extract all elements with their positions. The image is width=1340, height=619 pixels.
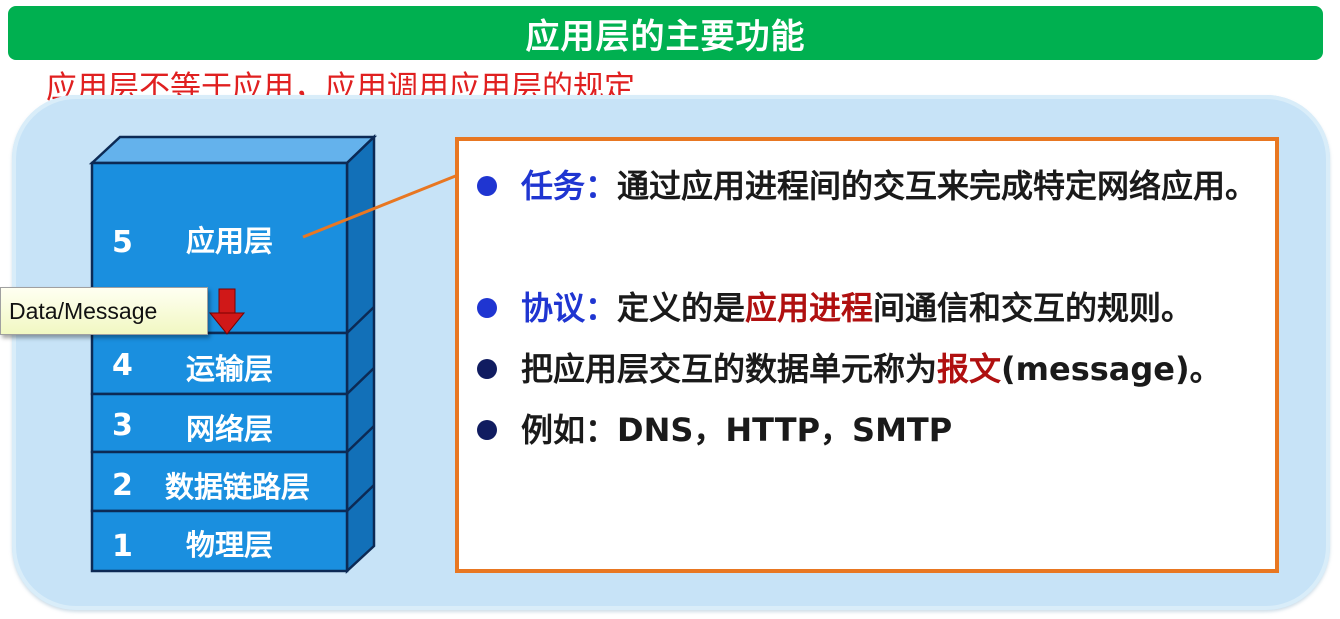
bullet-task-text: 通过应用进程间的交互来完成特定网络应用。 [617, 167, 1258, 205]
layer-4-block [90, 331, 349, 396]
side-divider-4 [346, 306, 375, 334]
bullet-protocol-text-before: 定义的是 [617, 289, 746, 327]
bullet-dot-icon [477, 298, 497, 318]
bullet-task-content: 任务：通过应用进程间的交互来完成特定网络应用。 [521, 155, 1257, 217]
bullet-task-label: 任务： [521, 167, 618, 205]
down-arrow-icon [208, 288, 246, 335]
bullet-examples-text: 例如：DNS，HTTP，SMTP [521, 411, 953, 449]
layer-3-number: 3 [112, 408, 133, 443]
layer-2-number: 2 [112, 468, 133, 503]
layer-3-name: 网络层 [186, 412, 273, 446]
bullet-message: 把应用层交互的数据单元称为报文(message)。 [477, 338, 1269, 400]
stack-top-face [88, 135, 378, 165]
bullet-message-text-after: (message)。 [1001, 350, 1222, 388]
callout-connector [302, 173, 459, 239]
layer-1-block [90, 509, 349, 573]
side-divider-2 [346, 425, 375, 453]
bullet-message-highlight: 报文 [937, 350, 1002, 388]
layer-5-name: 应用层 [186, 224, 273, 258]
slide-title: 应用层的主要功能 [8, 6, 1323, 60]
bullet-examples: 例如：DNS，HTTP，SMTP [477, 399, 1269, 461]
side-divider-1 [346, 484, 375, 512]
layer-2-name: 数据链路层 [165, 470, 310, 504]
bullet-message-content: 把应用层交互的数据单元称为报文(message)。 [521, 338, 1222, 400]
info-box: 任务：通过应用进程间的交互来完成特定网络应用。 协议：定义的是应用进程间通信和交… [455, 137, 1279, 573]
bullet-dot-icon [477, 176, 497, 196]
layer-4-name: 运输层 [186, 352, 273, 386]
side-divider-3 [346, 367, 375, 395]
bullet-protocol: 协议：定义的是应用进程间通信和交互的规则。 [477, 277, 1269, 339]
bullet-dot-icon [477, 359, 497, 379]
layer-1-name: 物理层 [186, 528, 273, 562]
layer-5-number: 5 [112, 225, 133, 260]
layer-2-block [90, 450, 349, 513]
bullet-protocol-content: 协议：定义的是应用进程间通信和交互的规则。 [521, 277, 1193, 339]
bullet-protocol-label: 协议： [521, 289, 618, 327]
layer-1-number: 1 [112, 529, 133, 564]
data-message-label: Data/Message [0, 287, 208, 335]
bullet-dot-icon [477, 420, 497, 440]
bullet-protocol-highlight: 应用进程 [745, 289, 874, 327]
layer-4-number: 4 [112, 348, 133, 383]
bullet-task: 任务：通过应用进程间的交互来完成特定网络应用。 [477, 155, 1269, 217]
bullet-message-text-before: 把应用层交互的数据单元称为 [521, 350, 938, 388]
bullet-protocol-text-after: 间通信和交互的规则。 [873, 289, 1194, 327]
